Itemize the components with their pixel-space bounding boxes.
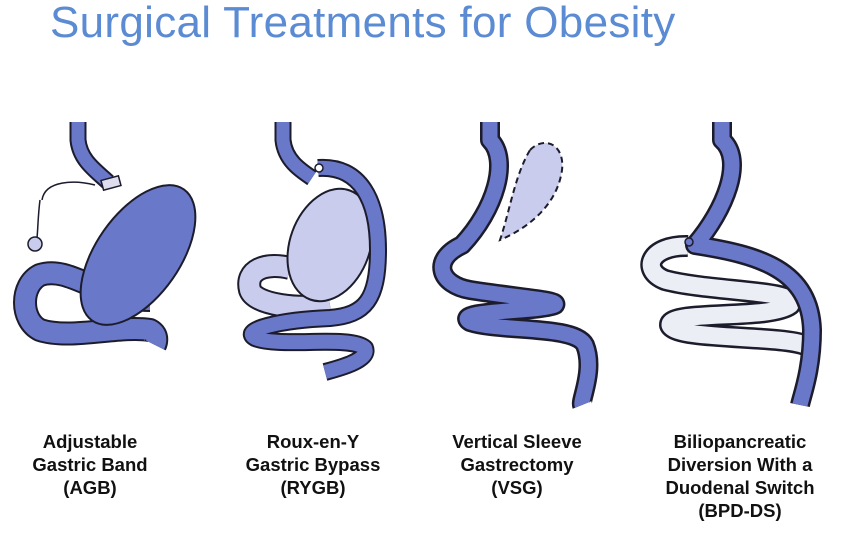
slide-title: Surgical Treatments for Obesity <box>50 0 676 47</box>
label-line: (BPD-DS) <box>698 500 782 521</box>
label-line: Roux-en-Y <box>266 431 360 452</box>
rygb-illustration <box>237 122 387 381</box>
label-line: Biliopancreatic <box>673 431 807 452</box>
label-agb: Adjustable Gastric Band (AGB) <box>0 430 190 499</box>
label-line: Diversion With a <box>667 454 813 475</box>
label-bpd-ds: Biliopancreatic Diversion With a Duodena… <box>640 430 840 522</box>
label-line: (VSG) <box>491 477 543 498</box>
agb-illustration <box>13 122 197 351</box>
gastric-band-icon <box>100 174 122 192</box>
label-line: Duodenal Switch <box>665 477 815 498</box>
label-line: Adjustable <box>42 431 138 452</box>
label-line: (AGB) <box>63 477 117 498</box>
label-line: Vertical Sleeve <box>452 431 582 452</box>
label-line: Gastric Bypass <box>245 454 381 475</box>
label-rygb: Roux-en-Y Gastric Bypass (RYGB) <box>213 430 413 499</box>
label-line: (RYGB) <box>280 477 346 498</box>
bpd-ds-illustration <box>640 122 822 408</box>
label-vsg: Vertical Sleeve Gastrectomy (VSG) <box>417 430 617 499</box>
label-line: Gastrectomy <box>460 454 574 475</box>
vsg-illustration <box>432 122 599 409</box>
label-line: Gastric Band <box>32 454 148 475</box>
band-port-icon <box>27 236 43 252</box>
